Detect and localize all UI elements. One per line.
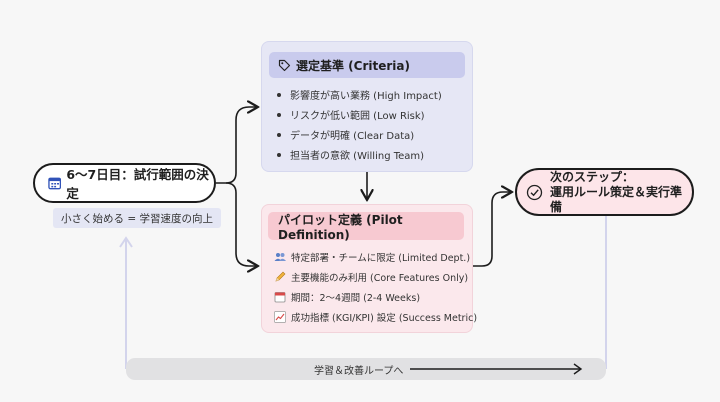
criteria-item: データが明確 (Clear Data) xyxy=(277,127,414,142)
next-step-node: 次のステップ： 運用ルール策定＆実行準備 xyxy=(515,168,694,216)
pencil-icon xyxy=(275,271,286,282)
loop-right-arrow xyxy=(410,363,583,375)
pilot-item: 期間：2〜4週間 (2-4 Weeks) xyxy=(274,290,420,304)
chart-icon xyxy=(274,311,286,323)
calendar-icon xyxy=(48,177,62,190)
pilot-item: 主要機能のみ利用 (Core Features Only) xyxy=(274,270,468,284)
tag-icon xyxy=(278,59,291,71)
criteria-title: 選定基準 (Criteria) xyxy=(269,52,465,78)
next-step-text: 次のステップ： 運用ルール策定＆実行準備 xyxy=(550,170,692,215)
pilot-item: 成功指標 (KGI/KPI) 設定 (Success Metric) xyxy=(274,310,477,324)
criteria-item: 担当者の意欲 (Willing Team) xyxy=(277,147,424,162)
people-icon xyxy=(274,253,286,261)
next-step-line2: 運用ルール策定＆実行準備 xyxy=(550,184,683,214)
next-step-line1: 次のステップ： xyxy=(550,169,635,184)
pilot-to-next-arrow xyxy=(473,192,512,267)
start-subtitle: 小さく始める = 学習速度の向上 xyxy=(53,208,221,228)
start-to-pilot-arrow xyxy=(225,182,258,266)
start-to-criteria-arrow xyxy=(216,107,258,184)
criteria-item: リスクが低い範囲 (Low Risk) xyxy=(277,107,425,122)
criteria-item: 影響度が高い業務 (High Impact) xyxy=(277,87,442,102)
criteria-title-text: 選定基準 (Criteria) xyxy=(296,58,410,73)
start-node: 6〜7日目：試行範囲の決定 xyxy=(33,163,216,203)
calendar-icon xyxy=(274,292,286,303)
pilot-item: 特定部署・チームに限定 (Limited Dept.) xyxy=(274,250,470,264)
check-circle-icon xyxy=(526,184,543,200)
loop-label: 学習＆改善ループへ xyxy=(314,366,404,377)
pilot-title: パイロット定義 (Pilot Definition) xyxy=(268,212,464,242)
loop-bar xyxy=(126,358,606,380)
loop-up-arrowhead xyxy=(119,236,133,248)
start-label: 6〜7日目：試行範囲の決定 xyxy=(66,167,209,201)
